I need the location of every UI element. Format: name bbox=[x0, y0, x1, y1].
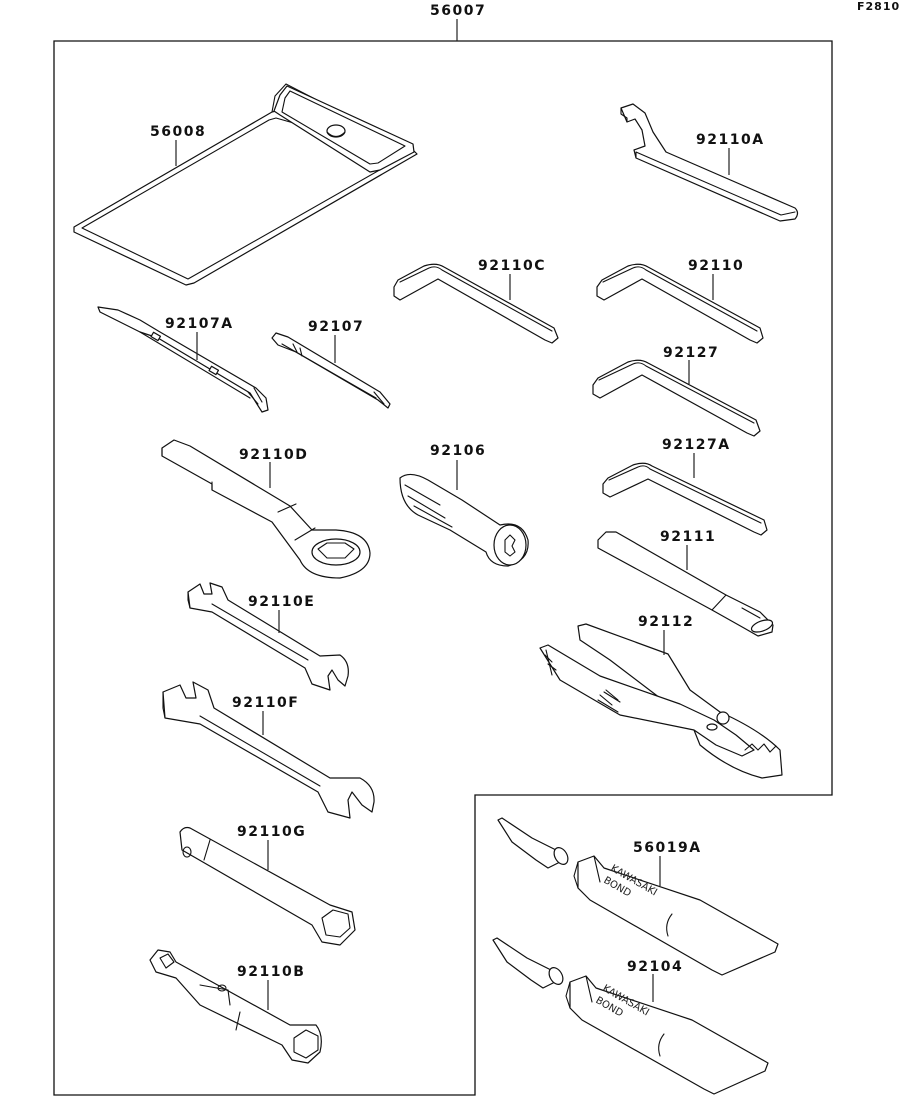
part-label-92110F: 92110F bbox=[232, 695, 300, 711]
hook-spanner-drawing bbox=[620, 103, 799, 222]
screwdriver-grip-drawing bbox=[399, 473, 529, 567]
ring-wrench-drawing bbox=[161, 439, 371, 579]
open-end-wrench-E-drawing bbox=[187, 582, 349, 691]
part-label-92127A: 92127A bbox=[662, 437, 731, 453]
hex-key-92110C-drawing bbox=[393, 263, 559, 344]
part-label-92106: 92106 bbox=[430, 443, 487, 459]
hex-key-92127A-drawing bbox=[602, 462, 768, 536]
assembly-label: 56007 bbox=[430, 3, 487, 19]
part-label-92107: 92107 bbox=[308, 319, 365, 335]
part-label-56019A: 56019A bbox=[633, 840, 702, 856]
box-wrench-drawing bbox=[179, 826, 356, 946]
screwdriver-bit-92107-drawing bbox=[271, 332, 391, 409]
part-label-92110D: 92110D bbox=[239, 447, 309, 463]
part-label-92104: 92104 bbox=[627, 959, 684, 975]
pliers-drawing bbox=[539, 623, 783, 779]
part-label-92107A: 92107A bbox=[165, 316, 234, 332]
assembly-frame bbox=[53, 40, 833, 1096]
open-end-wrench-F-drawing bbox=[162, 681, 375, 819]
part-label-92110B: 92110B bbox=[237, 964, 306, 980]
part-label-92110G: 92110G bbox=[237, 824, 307, 840]
part-label-56008: 56008 bbox=[150, 124, 207, 140]
hex-key-92127-drawing bbox=[592, 359, 761, 437]
tool-bag-drawing bbox=[73, 83, 418, 286]
hex-key-92110-drawing bbox=[596, 263, 764, 344]
part-label-92110A: 92110A bbox=[696, 132, 765, 148]
part-label-92127: 92127 bbox=[663, 345, 720, 361]
extension-bar-drawing bbox=[597, 531, 774, 637]
part-label-92110C: 92110C bbox=[478, 258, 546, 274]
figure-id: F2810 bbox=[857, 0, 901, 13]
bond-tube-92104-drawing: KAWASAKI BOND bbox=[492, 937, 769, 1095]
part-label-92110E: 92110E bbox=[248, 594, 316, 610]
screwdriver-bit-92107A-drawing bbox=[97, 306, 269, 413]
part-label-92111: 92111 bbox=[660, 529, 717, 545]
spark-plug-wrench-drawing bbox=[149, 949, 322, 1064]
part-label-92110: 92110 bbox=[688, 258, 745, 274]
part-label-92112: 92112 bbox=[638, 614, 695, 630]
